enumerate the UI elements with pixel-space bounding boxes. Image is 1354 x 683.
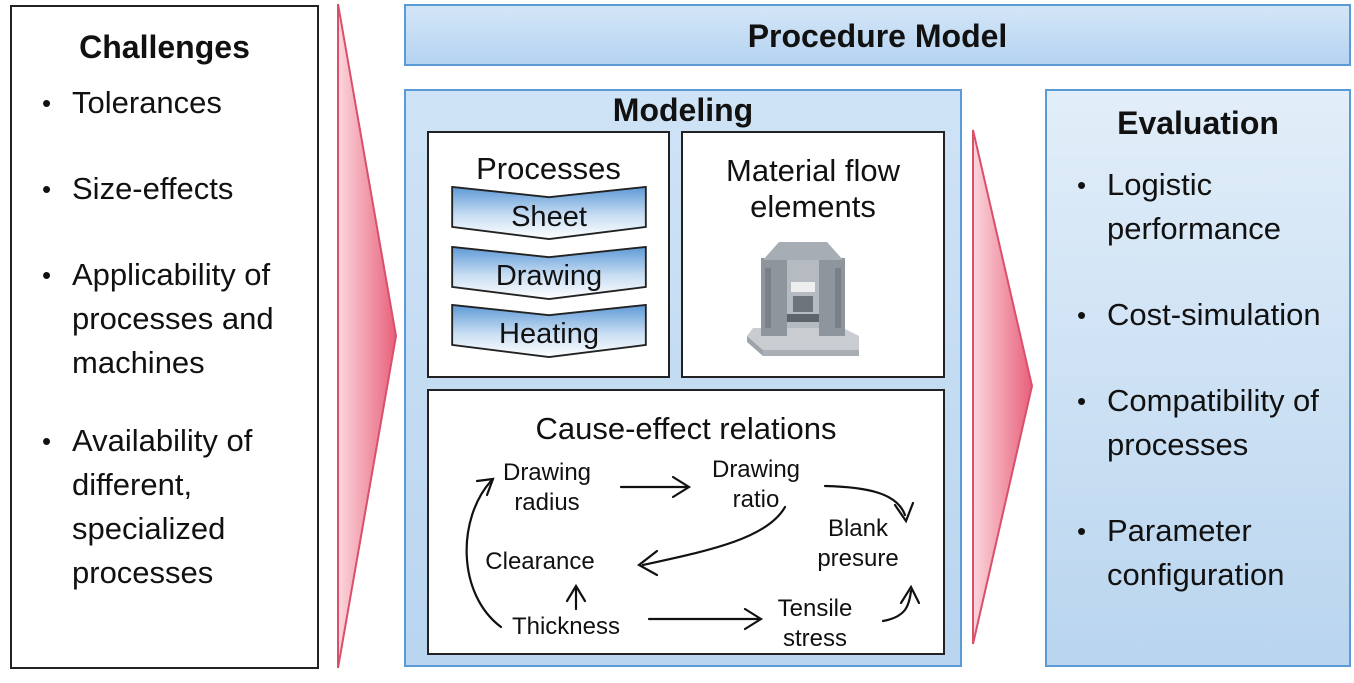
- node-thickness: Thickness: [511, 613, 621, 640]
- node-tensile-stress: Tensile stress: [777, 595, 853, 652]
- node-drawing-radius: Drawing radius: [502, 459, 592, 516]
- flow-arrow-left: [337, 3, 398, 669]
- evaluation-item: Compatibility of processes: [1075, 379, 1345, 467]
- cause-effect-arrows: [465, 475, 921, 631]
- process-step-heating: Heating: [499, 318, 599, 350]
- process-step-sheet: Sheet: [511, 201, 587, 233]
- challenges-list: Tolerances Size-effects Applicability of…: [40, 81, 310, 637]
- challenges-title: Challenges: [79, 29, 250, 65]
- evaluation-title: Evaluation: [1117, 105, 1279, 141]
- procedure-model-banner: Procedure Model: [404, 4, 1351, 66]
- material-flow-title: Material flow elements: [726, 153, 900, 224]
- evaluation-item: Parameter configuration: [1075, 509, 1345, 597]
- node-blank-presure: Blank presure: [817, 515, 899, 572]
- challenges-panel: Challenges Tolerances Size-effects Appli…: [10, 5, 319, 669]
- process-step-drawing: Drawing: [495, 260, 603, 292]
- process-step-chevron: [451, 304, 647, 358]
- process-step-chevron: [451, 246, 647, 300]
- process-step-chevron: [451, 186, 647, 240]
- challenge-item: Applicability of processes and machines: [40, 253, 310, 385]
- material-flow-panel: Material flow elements: [681, 131, 945, 378]
- node-clearance: Clearance: [485, 548, 595, 575]
- node-drawing-ratio: Drawing ratio: [711, 456, 801, 513]
- evaluation-panel: Evaluation Logistic performance Cost-sim…: [1045, 89, 1351, 667]
- cause-effect-panel: Cause-effect relations: [427, 389, 945, 655]
- flow-arrow-right: [972, 129, 1034, 645]
- evaluation-item: Cost-simulation: [1075, 293, 1345, 337]
- challenge-item: Availability of different, specialized p…: [40, 419, 310, 595]
- press-machine-icon: [747, 242, 859, 356]
- evaluation-list: Logistic performance Cost-simulation Com…: [1075, 163, 1345, 639]
- challenge-item: Size-effects: [40, 167, 310, 211]
- challenge-item: Tolerances: [40, 81, 310, 125]
- evaluation-item: Logistic performance: [1075, 163, 1345, 251]
- modeling-title: Modeling: [612, 92, 754, 128]
- processes-title: Processes: [476, 151, 621, 186]
- cause-effect-title: Cause-effect relations: [535, 411, 837, 446]
